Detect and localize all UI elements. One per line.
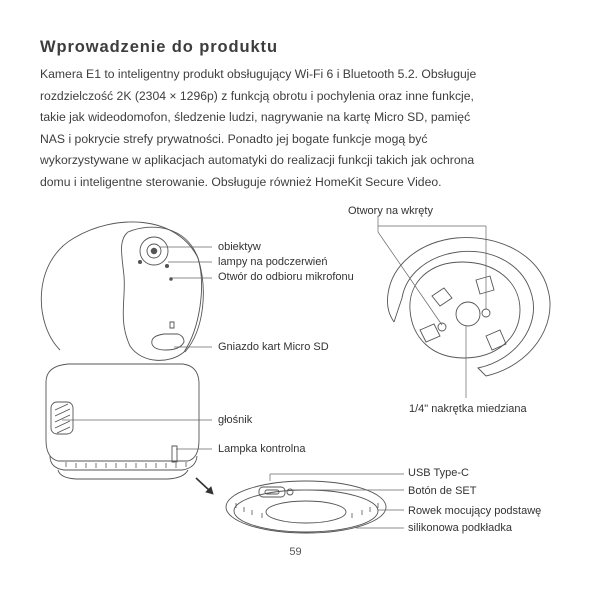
mount-ring-outer — [387, 237, 551, 377]
label-sd-slot: Gniazdo kart Micro SD — [218, 341, 329, 353]
mic-hole — [169, 277, 173, 281]
label-night-lamps: lampy na podczerwień — [218, 256, 328, 268]
intro-line: rozdzielczość 2K (2304 × 1296p) z funkcj… — [40, 88, 474, 103]
set-button — [286, 488, 294, 496]
label-lens: obiektyw — [218, 241, 261, 253]
label-mic-hole: Otwór do odbioru mikrofonu — [218, 271, 354, 283]
label-copper-nut: 1/4" nakrętka miedziana — [409, 403, 527, 415]
page-title: Wprowadzenie do produktu — [40, 38, 278, 56]
label-set-button: Botón de SET — [408, 485, 477, 497]
intro-line: NAS i pokrycie strefy prywatności. Ponad… — [40, 131, 428, 146]
sd-slot — [151, 333, 185, 351]
screw-hole — [437, 322, 447, 332]
camera-base — [45, 363, 200, 462]
label-mount-groove: Rowek mocujący podstawę — [408, 505, 542, 517]
mount-base-illustration — [387, 237, 551, 377]
label-indicator: Lampka kontrolna — [218, 443, 306, 455]
bottom-leader-lines — [269, 473, 404, 529]
label-speaker: głośnik — [218, 414, 253, 426]
intro-line: wykorzystywane w aplikacjach automatyki … — [40, 153, 475, 167]
mount-leader-lines — [377, 216, 487, 398]
camera-leader-lines — [62, 246, 212, 450]
page-number: 59 — [289, 546, 302, 558]
camera-bottom-illustration — [225, 480, 387, 534]
camera-illustration — [40, 221, 204, 480]
intro-line: takie jak wideodomofon, śledzenie ludzi,… — [40, 110, 471, 124]
copper-nut — [455, 301, 481, 327]
arrow-icon — [195, 477, 214, 495]
intro-line: domu i inteligentne sterowanie. Obsługuj… — [40, 174, 442, 189]
indicator-lamp — [171, 445, 178, 463]
label-silicone-pad: silikonowa podkładka — [408, 522, 512, 534]
mount-plate — [409, 261, 521, 359]
lens-inner — [146, 243, 162, 259]
intro-paragraph: Kamera E1 to inteligentny produkt obsług… — [40, 64, 560, 193]
screw-hole — [481, 308, 491, 318]
lens-ring — [139, 236, 169, 266]
camera-face-panel — [121, 226, 202, 361]
label-screw-holes: Otwory na wkręty — [348, 205, 433, 217]
usb-port — [258, 486, 286, 498]
speaker-grille — [50, 401, 74, 435]
camera-head — [40, 221, 204, 353]
label-usb: USB Type-C — [408, 467, 469, 479]
intro-line: Kamera E1 to inteligentny produkt obsług… — [40, 67, 477, 81]
